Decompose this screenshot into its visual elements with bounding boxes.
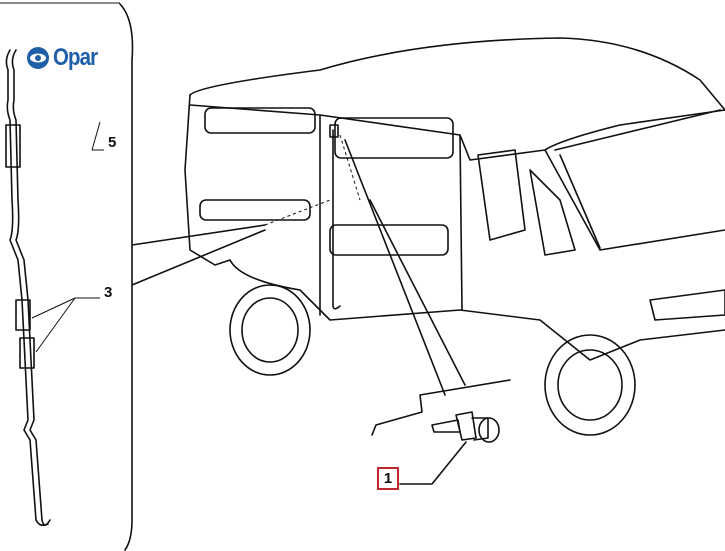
label-part-5: 5 [108,134,117,151]
front-wheel [544,334,636,436]
rod-clip-upper [5,124,21,168]
bolt-part [431,411,500,443]
rear-wheel [229,284,311,376]
leader-part-1 [399,441,467,485]
door-lock-rod-outline [11,49,51,526]
eye-logo-icon [27,47,49,69]
leader-part-5 [91,121,104,151]
opar-logo: Opar [26,44,105,72]
inset-panel-border [119,3,134,551]
rod-clip-1 [15,299,31,331]
rod-clip-2 [19,337,35,369]
label-part-1[interactable]: 1 [377,467,399,490]
inset-zoom-wedge [131,199,331,286]
logo-text: Opar [53,44,98,71]
label-part-3: 3 [104,284,113,301]
van-illustration [184,37,725,436]
door-lock-rod [5,49,49,527]
bolt-zoom-wedge [339,134,511,436]
leader-part-3 [31,297,100,353]
